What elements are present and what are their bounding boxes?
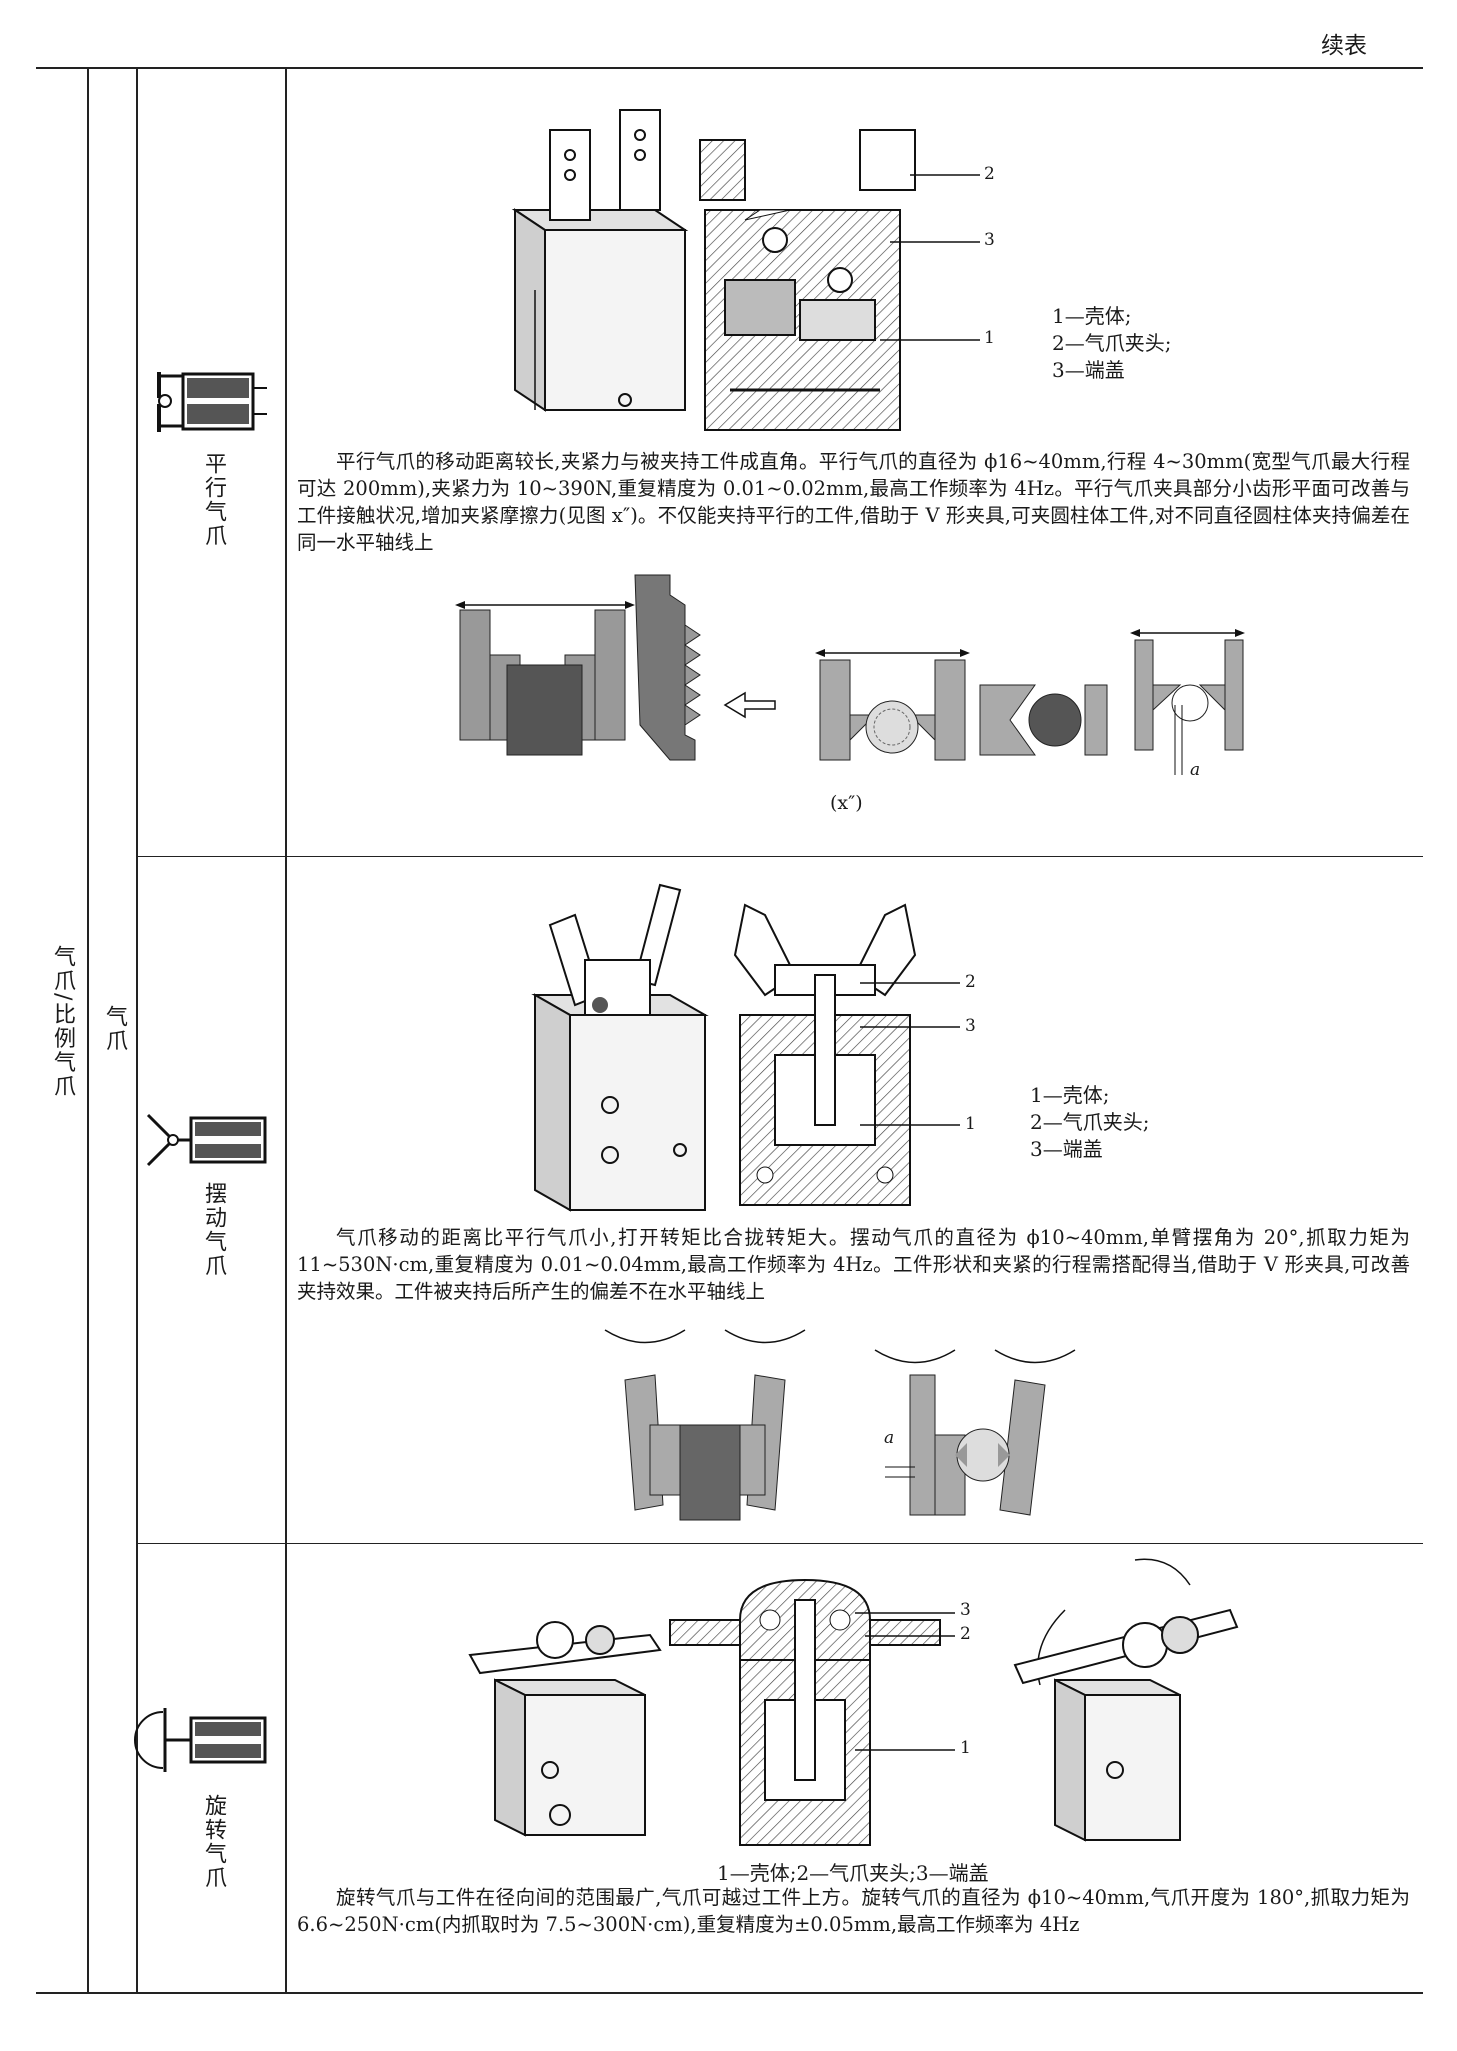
swing-offset-label: a	[884, 1428, 895, 1448]
continued-label: 续表	[1321, 33, 1367, 59]
parallel-figure-x	[455, 574, 1245, 775]
rotary-callout-3: 3	[960, 1600, 971, 1620]
swing-legend: 1—壳体; 2—气爪夹头; 3—端盖	[1030, 1082, 1149, 1163]
swing-description: 气爪移动的距离比平行气爪小,打开转矩比合拢转矩大。摆动气爪的直径为 ϕ10~40…	[297, 1226, 1410, 1303]
legend-item-3: 3—端盖	[1030, 1137, 1103, 1161]
parallel-gripper-drawing	[511, 109, 689, 412]
rotary-gripper-symbol	[134, 1708, 267, 1772]
parallel-callout-2: 2	[984, 164, 995, 184]
parallel-gripper-section	[699, 129, 916, 431]
rotary-callout-1: 1	[960, 1738, 971, 1758]
swing-callout-1: 1	[965, 1114, 976, 1134]
swing-gripper-drawing	[531, 883, 709, 1212]
parallel-description: 平行气爪的移动距离较长,夹紧力与被夹持工件成直角。平行气爪的直径为 ϕ16~40…	[297, 450, 1410, 554]
category-sub-label: 气爪	[102, 1005, 127, 1053]
swing-gripper-section	[733, 903, 917, 1206]
parallel-callout-leaders	[880, 174, 980, 341]
rotary-callout-leaders	[855, 1612, 955, 1751]
rotary-gripper-rotated-drawing	[1013, 1558, 1239, 1842]
parallel-gripper-symbol	[157, 372, 267, 432]
col-border-2	[136, 67, 138, 1994]
rotary-legend-inline: 1—壳体;2—气爪夹头;3—端盖	[717, 1861, 989, 1885]
parallel-figure-caption: (x″)	[830, 792, 863, 814]
rotary-gripper-drawing	[468, 1621, 662, 1837]
rotary-callout-2: 2	[960, 1624, 971, 1644]
row-divider-2	[136, 1543, 1423, 1544]
legend-item-2: 2—气爪夹头;	[1030, 1110, 1150, 1134]
parallel-legend: 1—壳体; 2—气爪夹头; 3—端盖	[1052, 303, 1171, 384]
rotary-description: 旋转气爪与工件在径向间的范围最广,气爪可越过工件上方。旋转气爪的直径为 ϕ10~…	[297, 1886, 1410, 1936]
col-border-3	[285, 67, 287, 1994]
legend-item-1: 1—壳体;	[1030, 1083, 1110, 1107]
swing-callout-3: 3	[965, 1016, 976, 1036]
legend-item-3: 3—端盖	[1052, 358, 1125, 382]
swing-figure	[604, 1329, 1076, 1521]
col-border-1	[87, 67, 89, 1994]
swing-gripper-symbol	[146, 1113, 267, 1167]
swing-callout-2: 2	[965, 972, 976, 992]
parallel-offset-label: a	[1190, 760, 1201, 780]
row-name-swing: 摆动气爪	[201, 1182, 226, 1278]
rotary-gripper-section	[669, 1578, 941, 1846]
parallel-callout-3: 3	[984, 230, 995, 250]
swing-callout-leaders	[860, 982, 960, 1126]
table-top-border	[36, 67, 1423, 69]
table-bottom-border	[36, 1992, 1423, 1994]
legend-item-2: 2—气爪夹头;	[1052, 331, 1172, 355]
row-divider-1	[136, 856, 1423, 857]
parallel-callout-1: 1	[984, 328, 995, 348]
row-name-rotary: 旋转气爪	[201, 1794, 226, 1890]
category-main-label: 气爪/比例气爪	[50, 945, 75, 1099]
legend-item-1: 1—壳体;	[1052, 304, 1132, 328]
row-name-parallel: 平行气爪	[201, 452, 226, 548]
